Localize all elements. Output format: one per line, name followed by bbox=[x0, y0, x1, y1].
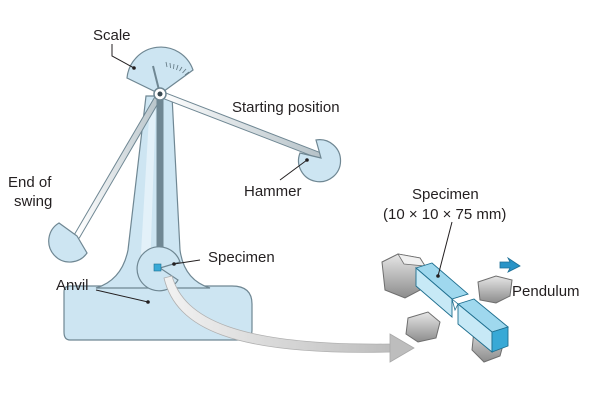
pendulum-direction-arrow bbox=[499, 256, 521, 273]
pendulum-starting-position bbox=[156, 90, 342, 183]
label-scale: Scale bbox=[93, 27, 131, 44]
label-pendulum: Pendulum bbox=[512, 283, 580, 300]
label-end-of-swing-1: End of bbox=[8, 174, 52, 191]
label-end-of-swing-2: swing bbox=[14, 193, 52, 210]
label-specimen-detail-dims: (10 × 10 × 75 mm) bbox=[383, 206, 506, 223]
specimen-on-anvil bbox=[153, 263, 162, 272]
label-specimen-detail-title: Specimen bbox=[412, 186, 479, 203]
end-swing-hammer-head bbox=[48, 222, 88, 263]
label-hammer: Hammer bbox=[244, 183, 302, 200]
specimen-notch bbox=[451, 297, 459, 312]
detail-arrow bbox=[163, 275, 415, 363]
right-anvil-block bbox=[477, 275, 513, 304]
pendulum-end-of-swing bbox=[48, 90, 164, 263]
label-starting-position: Starting position bbox=[232, 99, 340, 116]
pivot bbox=[153, 87, 167, 101]
specimen-detail bbox=[381, 253, 521, 363]
hammer-head bbox=[297, 139, 342, 183]
label-specimen: Specimen bbox=[208, 249, 275, 266]
leader-lines bbox=[95, 44, 453, 303]
machine-column bbox=[95, 95, 211, 289]
scale-dial bbox=[126, 46, 194, 95]
label-anvil: Anvil bbox=[56, 277, 89, 294]
